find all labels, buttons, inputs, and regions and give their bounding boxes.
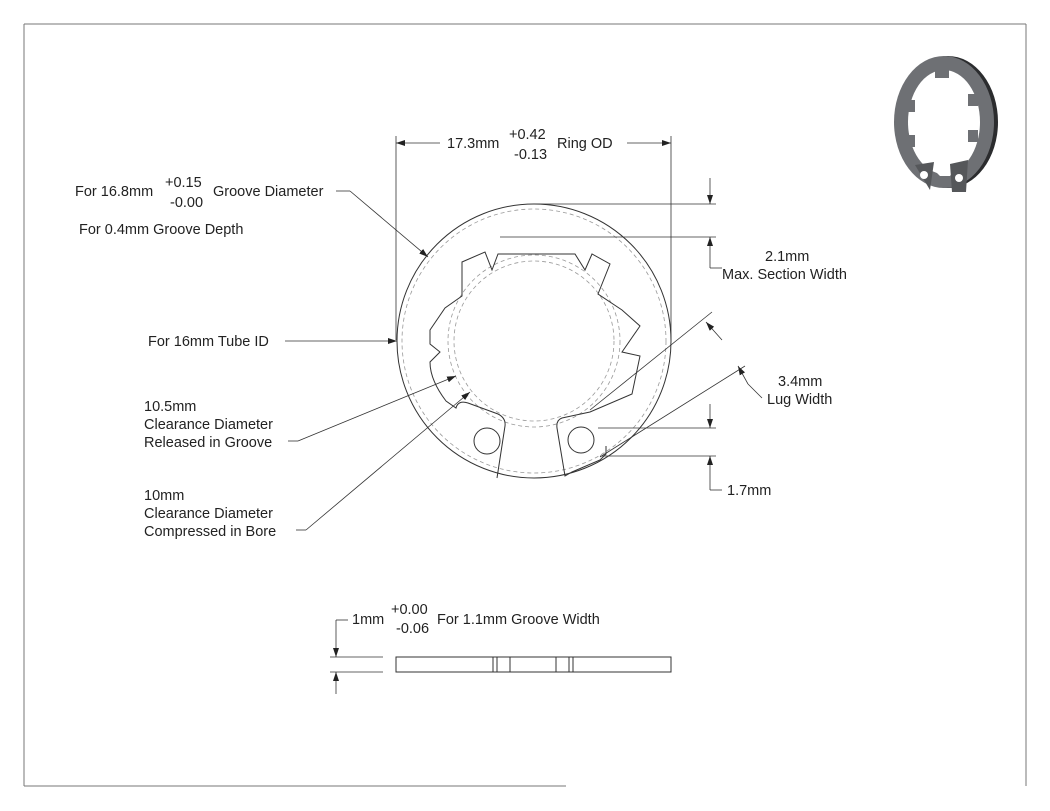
ring-front-view: [396, 203, 672, 479]
ring-od-value: 17.3mm: [447, 136, 499, 152]
ring-od-tol-plus: +0.42: [509, 127, 546, 143]
lug-width-dimension: [589, 311, 763, 458]
clearance-released-line2: Clearance Diameter: [144, 417, 273, 433]
sheet-border: [23, 23, 1027, 787]
thickness-label: For 1.1mm Groove Width: [437, 612, 600, 628]
clearance-compressed-leader: [296, 391, 471, 531]
ring-od-dimension: [395, 136, 672, 340]
clearance-compressed-line2: Clearance Diameter: [144, 506, 273, 522]
tube-id-note: For 16mm Tube ID: [148, 334, 269, 350]
clearance-compressed-line1: 10mm: [144, 488, 184, 504]
groove-diameter-prefix: For 16.8mm: [75, 184, 153, 200]
groove-diameter-label: Groove Diameter: [213, 184, 324, 200]
section-width-value: 2.1mm: [765, 249, 809, 265]
thickness-dimension: [330, 619, 383, 694]
lug-width-value: 3.4mm: [778, 374, 822, 390]
thickness-tol-plus: +0.00: [391, 602, 428, 618]
thickness-value: 1mm: [352, 612, 384, 628]
groove-depth-note: For 0.4mm Groove Depth: [79, 222, 243, 238]
thickness-tol-minus: -0.06: [396, 621, 429, 637]
lug-gap-value: 1.7mm: [727, 483, 771, 499]
groove-diameter-leader: [336, 190, 429, 258]
section-width-label: Max. Section Width: [722, 267, 847, 283]
clearance-released-leader: [288, 375, 457, 442]
clearance-compressed-line3: Compressed in Bore: [144, 524, 276, 540]
ring-od-tol-minus: -0.13: [514, 147, 547, 163]
lug-gap-dimension: [598, 404, 722, 491]
section-width-dimension: [500, 178, 722, 269]
ring-od-label: Ring OD: [557, 136, 613, 152]
ring-isometric-preview: [894, 56, 998, 192]
clearance-released-line3: Released in Groove: [144, 435, 272, 451]
ring-side-view: [395, 656, 672, 673]
groove-diameter-tol-plus: +0.15: [165, 175, 202, 191]
clearance-released-line1: 10.5mm: [144, 399, 196, 415]
lug-width-label: Lug Width: [767, 392, 832, 408]
groove-diameter-tol-minus: -0.00: [170, 195, 203, 211]
